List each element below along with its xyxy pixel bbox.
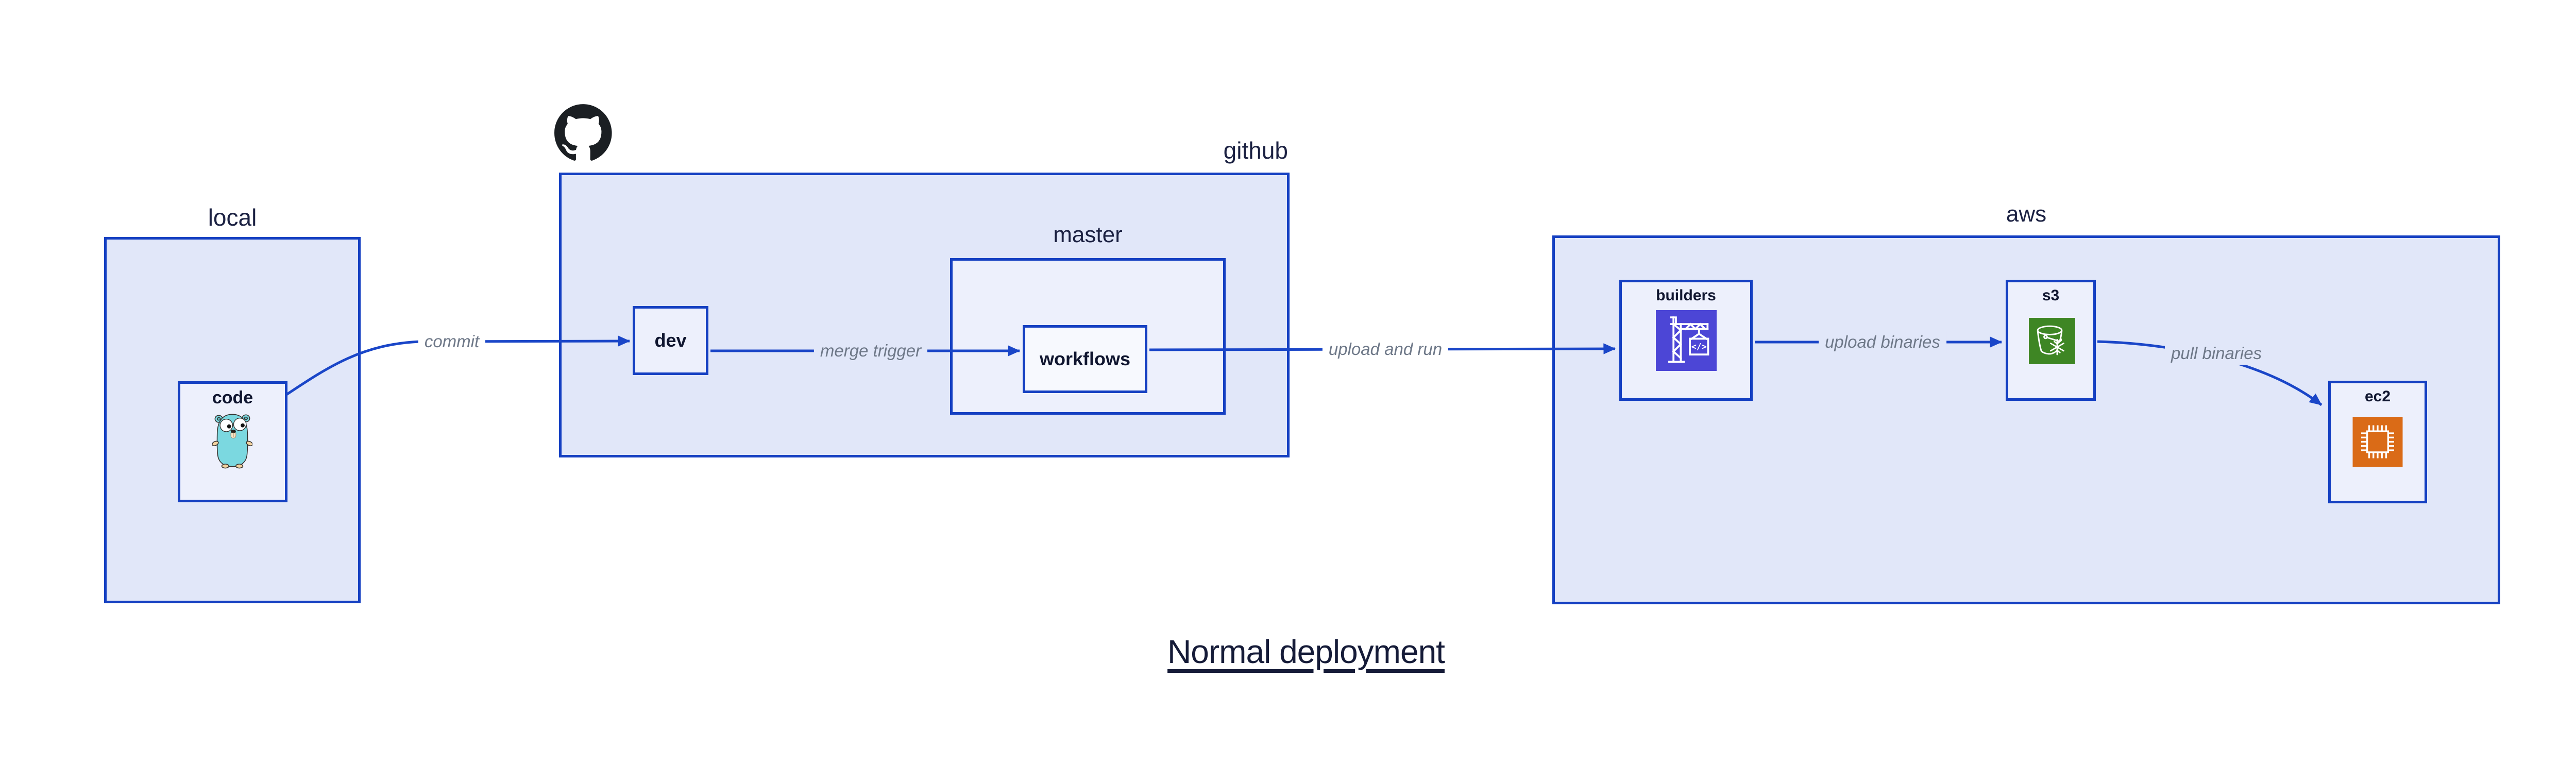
diagram-title: Normal deployment [1167,633,1445,670]
ec2-label: ec2 [2364,388,2391,405]
pull-binaries-edge-label: pull binaries [2164,342,2268,365]
commit-edge-label: commit [418,330,486,353]
merge-trigger-edge-label: merge trigger [814,339,928,362]
builders-label: builders [1656,287,1716,304]
ec2-chip-icon [2352,417,2403,467]
workflows-label: workflows [1039,348,1131,369]
dev-label: dev [654,330,687,351]
dev-box [633,306,708,375]
codebuild-crane-icon: </> [1656,310,1717,371]
s3-glacier-bucket-icon [2028,318,2076,364]
svg-text:</>: </> [1691,342,1707,352]
upload-and-run-edge-label: upload and run [1322,338,1449,361]
go-gopher-icon [212,412,253,469]
aws-heading: aws [2006,201,2047,227]
code-label: code [212,388,253,408]
github-octocat-icon [554,104,612,161]
github-heading: github [1223,137,1288,164]
s3-label: s3 [2042,287,2060,304]
builders-box [1619,280,1753,401]
workflows-box [1023,325,1147,393]
local-heading: local [208,204,257,231]
upload-binaries-edge-label: upload binaries [1819,331,1946,353]
master-heading: master [1053,222,1123,247]
